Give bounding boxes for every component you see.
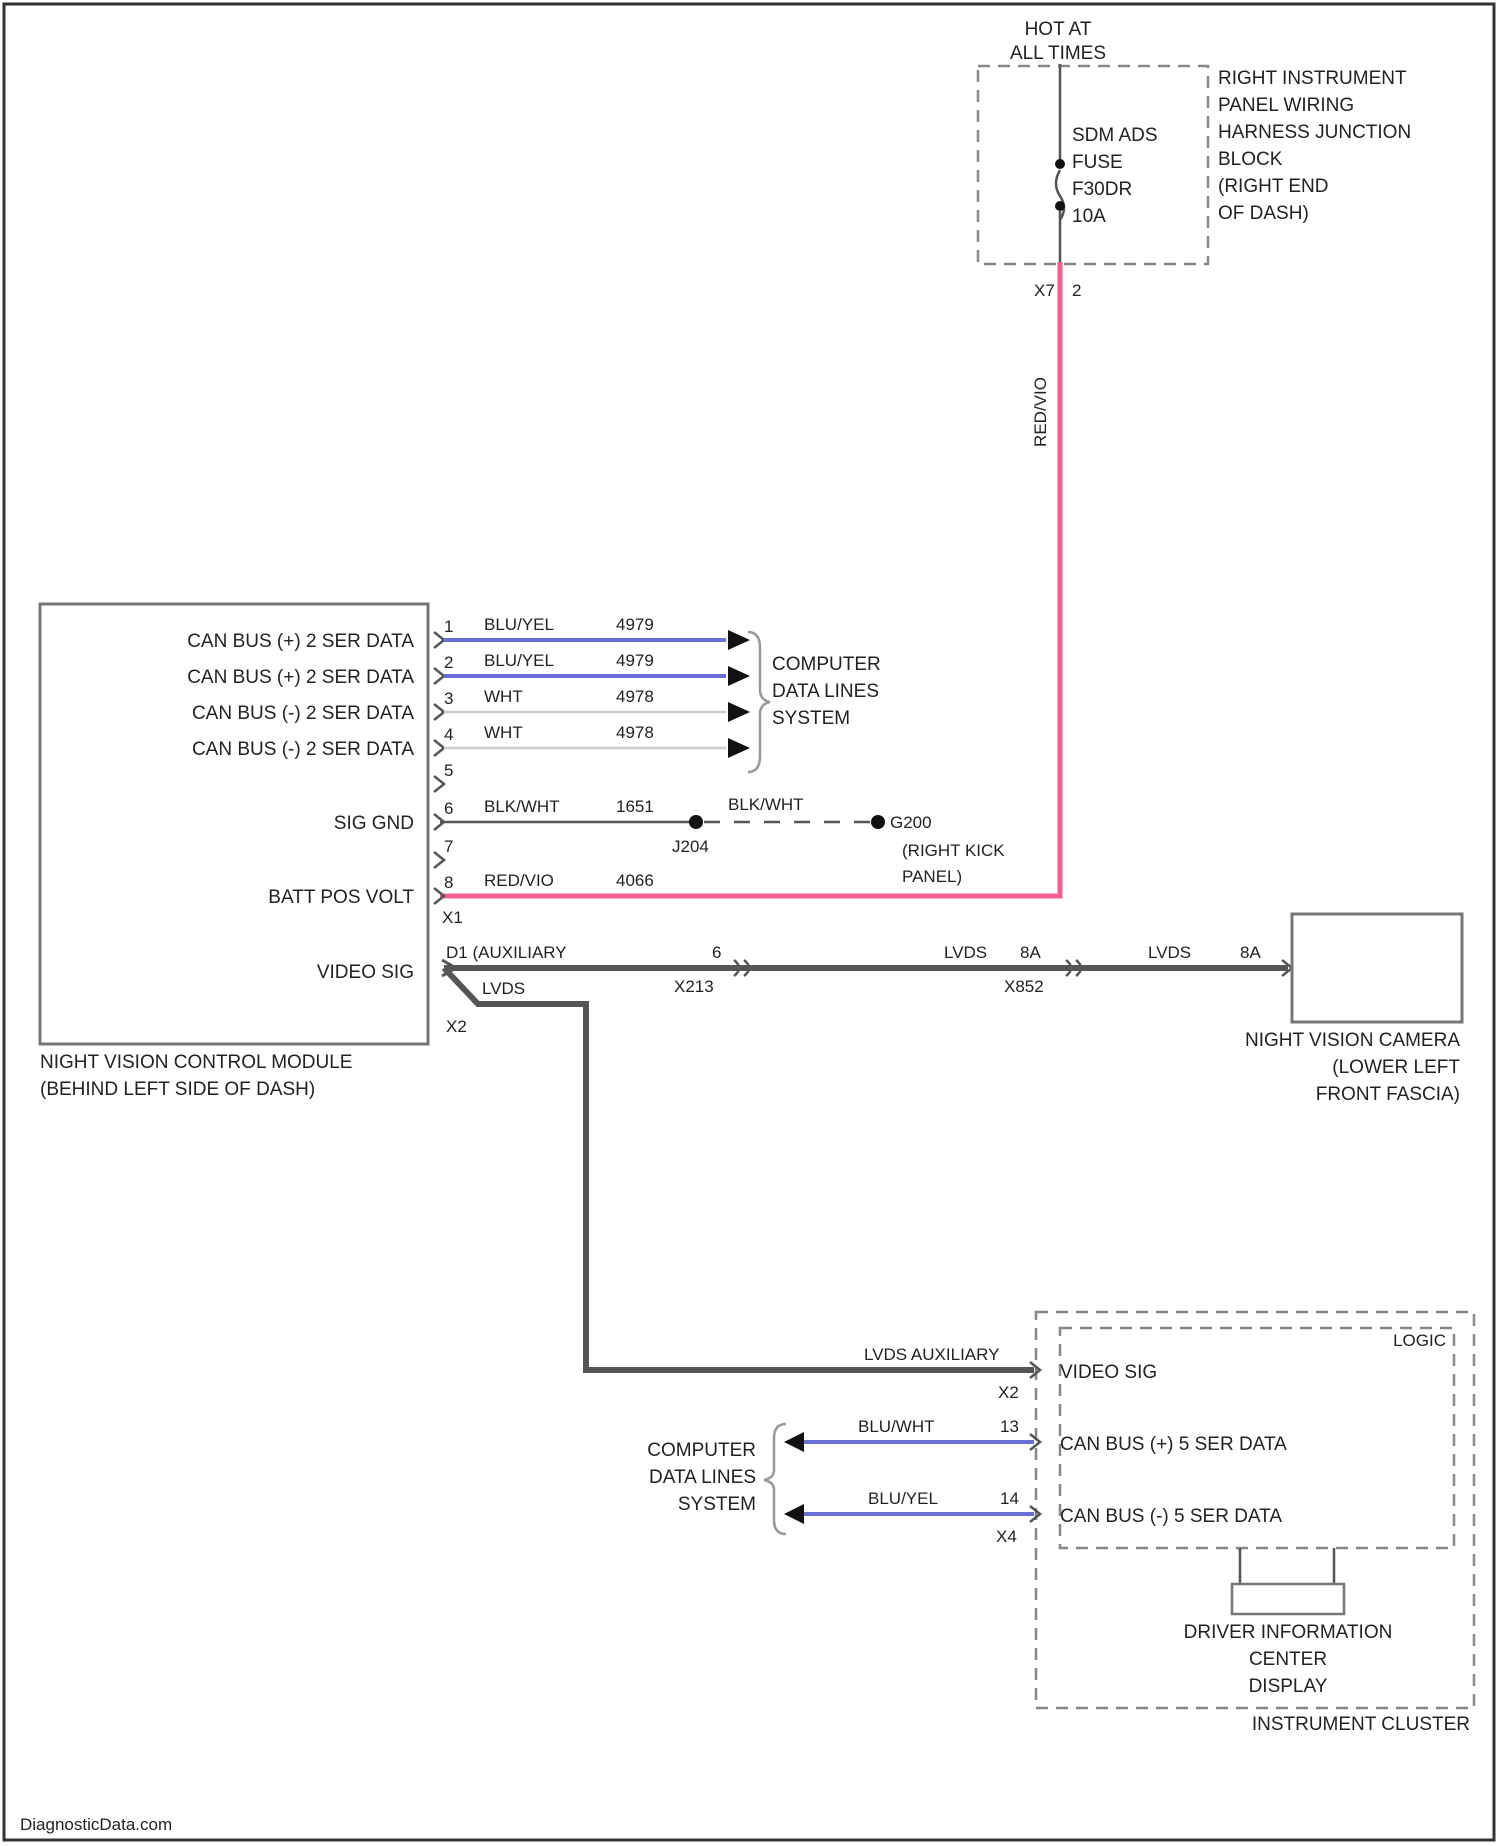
hot-at-all-times-label: HOT ATALL TIMES [1010, 19, 1106, 64]
nvm-label: NIGHT VISION CONTROL MODULE(BEHIND LEFT … [40, 1052, 352, 1100]
data-line-arrow-icon [728, 630, 750, 650]
fuse-connector-label: X7 [1034, 281, 1055, 300]
nvm-pin-label: CAN BUS (-) 2 SER DATA [192, 703, 414, 724]
nvm-wire-circuit: 4978 [616, 687, 654, 706]
nvm-pin-label: SIG GND [334, 813, 414, 834]
ground-g200-label: G200 [890, 813, 932, 832]
camera-pin-label: 8A [1240, 943, 1261, 962]
x852-pin-label: 8A [1020, 943, 1041, 962]
cluster-connector-x4: X4 [996, 1527, 1017, 1546]
cluster-pin-13: 13 [1000, 1417, 1019, 1436]
nvm-video-pin-label: D1 (AUXILIARY [446, 943, 567, 962]
nvm-pin-label: CAN BUS (+) 2 SER DATA [187, 667, 414, 688]
batt-pos-wire-color: RED/VIO [1031, 377, 1050, 447]
camera-lvds-label-a: LVDS [944, 943, 987, 962]
nvm-pin-label: CAN BUS (-) 2 SER DATA [192, 739, 414, 760]
nvm-wire-circuit: 4066 [616, 871, 654, 890]
nvm-pin-number: 8 [444, 873, 453, 892]
nvm-pin-icon [434, 704, 444, 720]
cluster-video-connector: X2 [998, 1383, 1019, 1402]
nvm-pin-icon [434, 632, 444, 648]
data-line-arrow-icon [728, 666, 750, 686]
camera-box [1292, 914, 1462, 1022]
nvm-wire-circuit: 4979 [616, 651, 654, 670]
nvm-wire-color: WHT [484, 687, 523, 706]
nvm-pin-label: BATT POS VOLT [268, 887, 414, 908]
cluster-logic-label: LOGIC [1393, 1331, 1446, 1350]
data-line-arrow-icon [728, 738, 750, 758]
nvm-pin-icon [434, 740, 444, 756]
data-line-arrow-icon [728, 702, 750, 722]
data-lines-brace-1 [748, 632, 770, 772]
nvm-wire-color: BLU/YEL [484, 615, 554, 634]
night-vision-control-module: NIGHT VISION CONTROL MODULE(BEHIND LEFT … [40, 604, 750, 1100]
nvm-pin-label: CAN BUS (+) 2 SER DATA [187, 631, 414, 652]
splice-j204-icon [689, 815, 703, 829]
x213-pin-label: 6 [712, 943, 721, 962]
ground-strap-color: BLK/WHT [728, 795, 804, 814]
nvm-wire-circuit: 4978 [616, 723, 654, 742]
nvm-pin-number: 3 [444, 689, 453, 708]
ground-g200-icon [871, 815, 885, 829]
nvm-pin-icon [434, 888, 444, 904]
nvm-wire-circuit: 4979 [616, 615, 654, 634]
cluster-video-sig-label: VIDEO SIG [1060, 1362, 1157, 1383]
nvm-pin-number: 6 [444, 799, 453, 818]
nvm-pin-number: 1 [444, 617, 453, 636]
cluster-video-run-label: LVDS AUXILIARY [864, 1345, 999, 1364]
splice-j204-label: J204 [672, 837, 709, 856]
nvm-pin-number: 7 [444, 837, 453, 856]
nvm-connector-x2: X2 [446, 1017, 467, 1036]
nvm-pin-icon [434, 668, 444, 684]
diagram-frame [4, 4, 1494, 1840]
cluster-pin-14: 14 [1000, 1489, 1019, 1508]
nvm-pin-number: 5 [444, 761, 453, 780]
camera-video-run: 6 X213 LVDS 8A X852 LVDS 8A [442, 943, 1292, 1370]
x852-connector-label: X852 [1004, 977, 1044, 996]
camera-lvds-label-b: LVDS [1148, 943, 1191, 962]
fuse-terminal-top [1055, 159, 1065, 169]
nvm-lvds-label: LVDS [482, 979, 525, 998]
nvm-pin-number: 4 [444, 725, 453, 744]
nvm-pin-icon [434, 776, 444, 792]
cluster-can-low-color: BLU/YEL [868, 1489, 938, 1508]
nvm-pin-icon [434, 852, 444, 868]
x213-connector-label: X213 [674, 977, 714, 996]
data-lines-brace-2 [764, 1424, 786, 1534]
nvm-wire-color: BLU/YEL [484, 651, 554, 670]
nvm-video-sig-label: VIDEO SIG [317, 962, 414, 983]
nvm-wire-color: WHT [484, 723, 523, 742]
cluster-can-low-arrow-icon [784, 1504, 804, 1524]
nvm-wire-color: RED/VIO [484, 871, 554, 890]
display-icon [1232, 1584, 1344, 1614]
nvm-wire-color: BLK/WHT [484, 797, 560, 816]
fuse-terminal-bottom [1055, 201, 1065, 211]
fuse-label: SDM ADSFUSEF30DR10A [1072, 125, 1158, 227]
nvm-connector-x1: X1 [442, 908, 463, 927]
cluster-can-high-arrow-icon [784, 1432, 804, 1452]
cluster-can-low-label: CAN BUS (-) 5 SER DATA [1060, 1506, 1282, 1527]
instrument-cluster: LOGIC LVDS AUXILIARY X2 VIDEO SIG BLU/WH… [784, 1312, 1474, 1735]
cluster-can-high-label: CAN BUS (+) 5 SER DATA [1060, 1434, 1287, 1455]
cluster-can-high-color: BLU/WHT [858, 1417, 935, 1436]
watermark: DiagnosticData.com [20, 1815, 172, 1834]
nvm-pin-number: 2 [444, 653, 453, 672]
nvm-wire-circuit: 1651 [616, 797, 654, 816]
cluster-lvds-wire [444, 968, 1034, 1370]
cluster-label: INSTRUMENT CLUSTER [1252, 1714, 1470, 1735]
fuse-connector-pin: 2 [1072, 281, 1081, 300]
